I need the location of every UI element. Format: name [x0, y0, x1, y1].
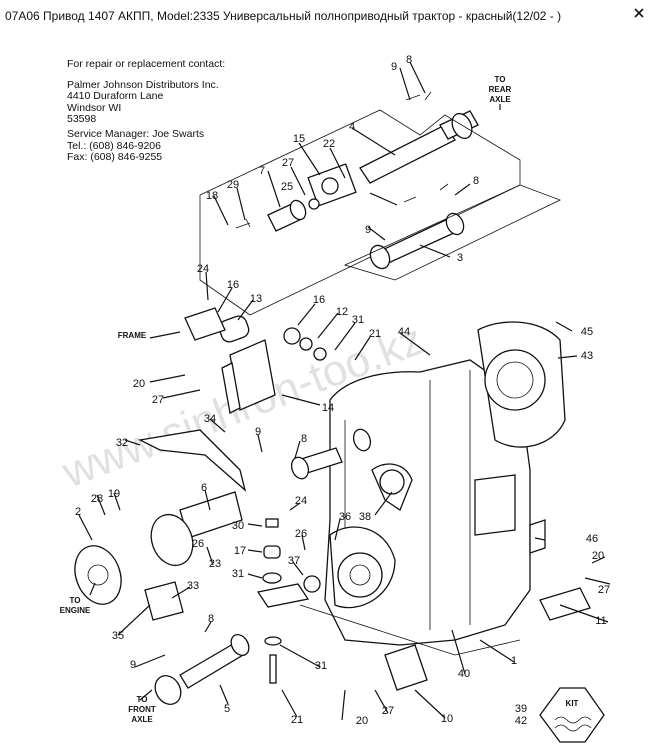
callout-38[interactable]: 38	[359, 511, 371, 523]
contact-heading: For repair or replacement contact:	[67, 58, 226, 70]
callout-21[interactable]: 21	[291, 714, 303, 726]
captions: TO REAR AXLE FRAME TO ENGINE TO FRONT AX…	[60, 75, 512, 724]
callout-1[interactable]: 1	[511, 655, 517, 667]
callout-24[interactable]: 24	[197, 263, 209, 275]
callout-16[interactable]: 16	[313, 294, 325, 306]
callout-31[interactable]: 31	[232, 568, 244, 580]
callout-20[interactable]: 20	[592, 550, 604, 562]
callout-5[interactable]: 5	[224, 703, 230, 715]
kit-icon: KIT	[539, 687, 605, 743]
callout-16[interactable]: 16	[227, 279, 239, 291]
callout-7[interactable]: 7	[259, 165, 265, 177]
callout-8[interactable]: 8	[301, 433, 307, 445]
callout-20[interactable]: 20	[133, 378, 145, 390]
callout-19[interactable]: 19	[108, 488, 120, 500]
contact-zip: 53598	[67, 113, 97, 126]
callout-numbers: 9 8 4 15 22 27 7 25 29 18 8 9 3 24 16 13…	[75, 54, 610, 727]
callout-13[interactable]: 13	[250, 293, 262, 305]
callout-45[interactable]: 45	[581, 326, 593, 338]
frame-bracket	[184, 307, 327, 414]
callout-46[interactable]: 46	[586, 533, 598, 545]
callout-33[interactable]: 33	[187, 580, 199, 592]
caption-frame: FRAME	[118, 331, 147, 340]
caption-front-axle-1: TO	[137, 695, 148, 704]
callout-39[interactable]: 39	[515, 703, 527, 715]
contact-manager: Service Manager: Joe Swarts	[67, 127, 205, 140]
caption-engine-2: ENGINE	[60, 606, 91, 615]
callout-24[interactable]: 24	[295, 495, 307, 507]
callout-23[interactable]: 23	[209, 558, 221, 570]
contact-fax: Fax: (608) 846-9255	[67, 151, 163, 164]
contact-tel: Tel.: (608) 846-9206	[67, 139, 161, 152]
callout-32[interactable]: 32	[116, 437, 128, 449]
callout-28[interactable]: 28	[91, 493, 103, 505]
callout-4[interactable]: 4	[349, 121, 355, 133]
contact-company: Palmer Johnson Distributors Inc.	[67, 78, 219, 91]
callout-9[interactable]: 9	[255, 426, 261, 438]
callout-12[interactable]: 12	[336, 306, 348, 318]
caption-rear-axle-1: TO	[495, 75, 506, 84]
rear-driveshaft	[235, 91, 479, 232]
caption-front-axle-3: AXLE	[131, 715, 153, 724]
callout-22[interactable]: 22	[323, 138, 335, 150]
callout-10[interactable]: 10	[441, 713, 453, 725]
callout-44[interactable]: 44	[398, 326, 410, 338]
caption-rear-axle-2: REAR	[489, 85, 512, 94]
callout-27[interactable]: 27	[282, 157, 294, 169]
callout-31[interactable]: 31	[315, 660, 327, 672]
close-icon[interactable]	[632, 6, 646, 20]
callout-8[interactable]: 8	[208, 613, 214, 625]
caption-rear-axle-3: AXLE	[489, 95, 511, 104]
callout-26[interactable]: 26	[192, 538, 204, 550]
caption-front-axle-2: FRONT	[128, 705, 156, 714]
callout-17[interactable]: 17	[234, 545, 246, 557]
kit-caption: KIT	[566, 699, 579, 708]
callout-9[interactable]: 9	[391, 61, 397, 73]
driveshaft-3	[369, 183, 465, 270]
callout-25[interactable]: 25	[281, 181, 293, 193]
caption-engine-1: TO	[70, 596, 81, 605]
callout-15[interactable]: 15	[293, 133, 305, 145]
callout-27[interactable]: 27	[598, 584, 610, 596]
callout-35[interactable]: 35	[112, 630, 124, 642]
front-driveshaft	[154, 634, 250, 705]
front-drive-assembly	[74, 428, 372, 621]
callout-42[interactable]: 42	[515, 715, 527, 727]
page-title: 07A06 Привод 1407 АКПП, Model:2335 Униве…	[5, 9, 562, 23]
callout-9[interactable]: 9	[130, 659, 136, 671]
callout-6[interactable]: 6	[201, 482, 207, 494]
bolt-stack	[256, 518, 321, 684]
contact-block: For repair or replacement contact: Palme…	[67, 58, 226, 164]
callout-8[interactable]: 8	[473, 175, 479, 187]
callout-34[interactable]: 34	[204, 413, 216, 425]
callout-40[interactable]: 40	[458, 668, 470, 680]
contact-city: Windsor WI	[67, 101, 122, 114]
callout-36[interactable]: 36	[339, 511, 351, 523]
callout-43[interactable]: 43	[581, 350, 593, 362]
callout-31[interactable]: 31	[352, 314, 364, 326]
callout-27[interactable]: 27	[382, 705, 394, 717]
callout-9[interactable]: 9	[365, 224, 371, 236]
callout-21[interactable]: 21	[369, 328, 381, 340]
callout-30[interactable]: 30	[232, 520, 244, 532]
contact-street: 4410 Duraform Lane	[67, 90, 164, 103]
callout-20[interactable]: 20	[356, 715, 368, 727]
callout-8[interactable]: 8	[406, 54, 412, 66]
callout-18[interactable]: 18	[206, 190, 218, 202]
transmission-housing	[299, 321, 591, 691]
callout-14[interactable]: 14	[322, 402, 334, 414]
callout-26[interactable]: 26	[295, 528, 307, 540]
callout-11[interactable]: 11	[595, 615, 606, 627]
callout-2[interactable]: 2	[75, 506, 81, 518]
leader-lines	[78, 61, 611, 721]
callout-37[interactable]: 37	[288, 555, 300, 567]
callout-3[interactable]: 3	[457, 252, 463, 264]
callout-27[interactable]: 27	[152, 394, 164, 406]
callout-29[interactable]: 29	[227, 179, 239, 191]
